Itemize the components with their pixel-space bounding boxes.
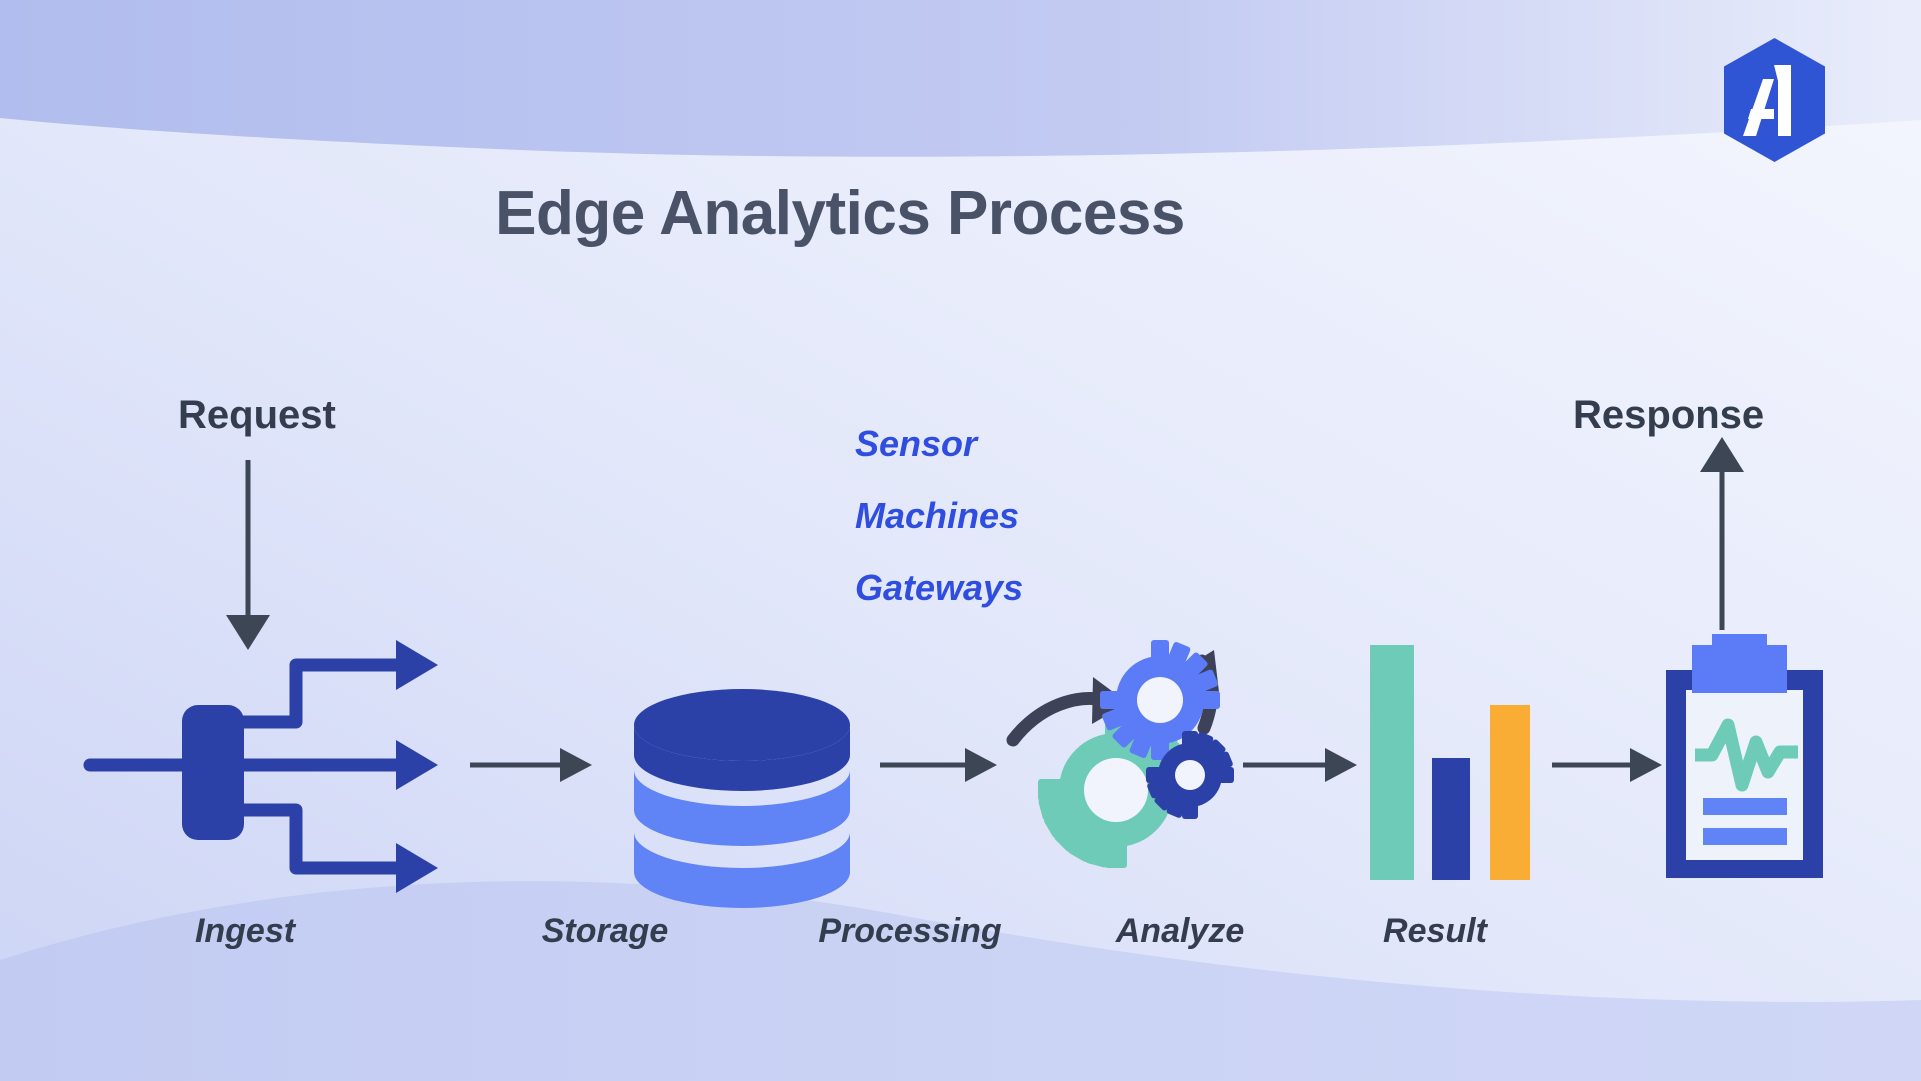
stage-caption-ingest: Ingest — [194, 912, 296, 950]
request-arrow — [226, 460, 270, 650]
bar-3 — [1490, 705, 1530, 880]
top-wave — [0, 0, 1921, 157]
connector-processing-to-analyze — [1243, 748, 1357, 782]
node-source-machines: Machines — [855, 495, 1020, 536]
bar-2 — [1432, 758, 1470, 880]
brand-hexagon-a-logo[interactable] — [1718, 37, 1831, 163]
page-title: Edge Analytics Process — [495, 179, 1185, 248]
stage-caption-analyze: Analyze — [1115, 912, 1245, 950]
stage-caption-storage: Storage — [541, 912, 669, 950]
gear-medium-icon — [1100, 640, 1220, 760]
gear-small-icon — [1146, 731, 1234, 819]
clipboard-text-bar-2 — [1703, 828, 1787, 845]
clipboard-clip-top — [1712, 634, 1767, 656]
bar-1 — [1370, 645, 1414, 880]
gears-icon — [1006, 640, 1234, 868]
response-label: Response — [1573, 393, 1765, 437]
connector-ingest-to-storage — [470, 748, 592, 782]
ingest-splitter-icon — [83, 640, 438, 893]
stage-caption-result: Result — [1383, 912, 1487, 950]
clipboard-report-icon — [1666, 634, 1823, 878]
clipboard-line-chart — [1695, 718, 1798, 792]
bottom-wave — [0, 881, 1921, 1081]
database-cylinder-icon — [634, 689, 850, 908]
request-label: Request — [178, 393, 336, 437]
bar-chart-icon — [1370, 645, 1530, 880]
response-arrow — [1700, 437, 1744, 630]
node-sources-list: Sensor Machines Gateways — [855, 408, 1023, 624]
connector-analyze-to-result — [1552, 748, 1662, 782]
logo-letter-a — [1743, 65, 1791, 136]
stage-caption-processing: Processing — [818, 912, 1002, 950]
node-source-sensor: Sensor — [855, 423, 978, 464]
clipboard-text-bar-1 — [1703, 798, 1787, 815]
node-source-gateways: Gateways — [855, 567, 1024, 608]
connector-storage-to-processing — [880, 748, 997, 782]
